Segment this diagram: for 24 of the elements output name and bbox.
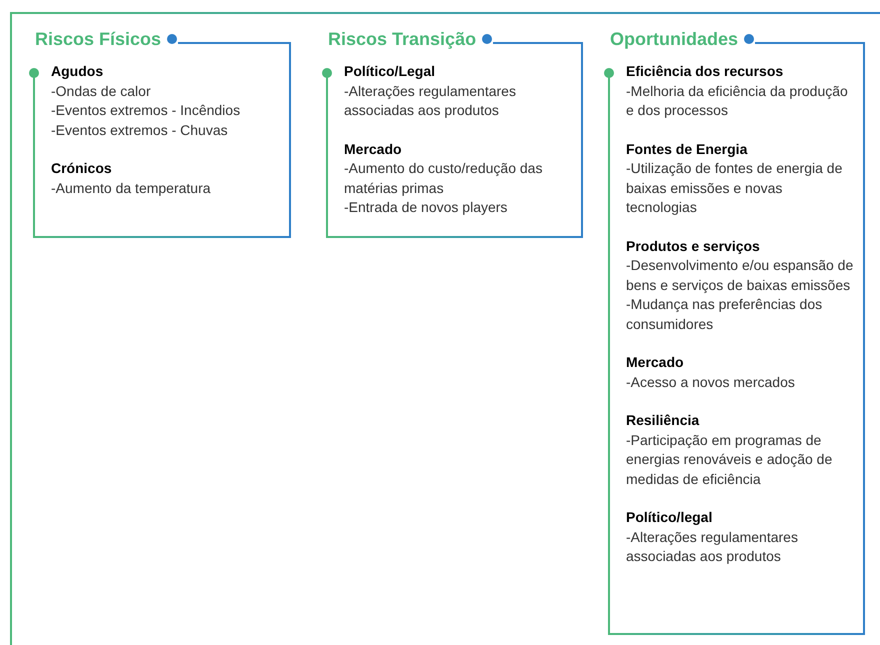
item-text: -Desenvolvimento e/ou espansão de bens e serviços de baixas emissões (626, 256, 854, 295)
item-text: -Alterações regulamentares associadas aos produtos (626, 528, 799, 566)
item-text: -Ondas de calor (51, 82, 152, 100)
item-text: -Utilização de fontes de energia de baixas emissões e novas tecnologias (626, 159, 844, 217)
section-heading: Mercado (344, 140, 403, 158)
section-heading: Mercado (626, 353, 685, 372)
item-text: -Acesso a novos mercados (626, 372, 796, 392)
item-text: -Eventos extremos - Chuvas (51, 120, 229, 140)
section-heading: Resiliência (626, 411, 700, 430)
item-text: -Aumento do custo/redução das matérias primas (344, 159, 544, 198)
section-heading: Eficiência dos recursos (626, 62, 784, 81)
section-heading: Agudos (51, 62, 104, 81)
item-text: -Entrada de novos players (344, 198, 508, 217)
item-text: -Aumento da temperatura (51, 178, 212, 198)
item-text: -Mudança nas preferências dos consumidores (626, 295, 824, 334)
section-heading: Político/Legal (344, 62, 436, 81)
section-heading: Crónicos (51, 159, 113, 178)
section-heading: Fontes de Energia (626, 140, 748, 159)
section-heading: Político/legal (626, 508, 714, 527)
item-text: -Alterações regulamentares associadas aos produtos (344, 82, 517, 120)
item-text: -Melhoria da eficiência da produção e dos processos (626, 82, 849, 120)
item-text: -Eventos extremos - Incêndios (51, 101, 242, 120)
section-heading: Produtos e serviços (626, 236, 761, 256)
item-text: -Participação em programas de energias renováveis e adoção de medidas de eficiência (626, 430, 834, 488)
